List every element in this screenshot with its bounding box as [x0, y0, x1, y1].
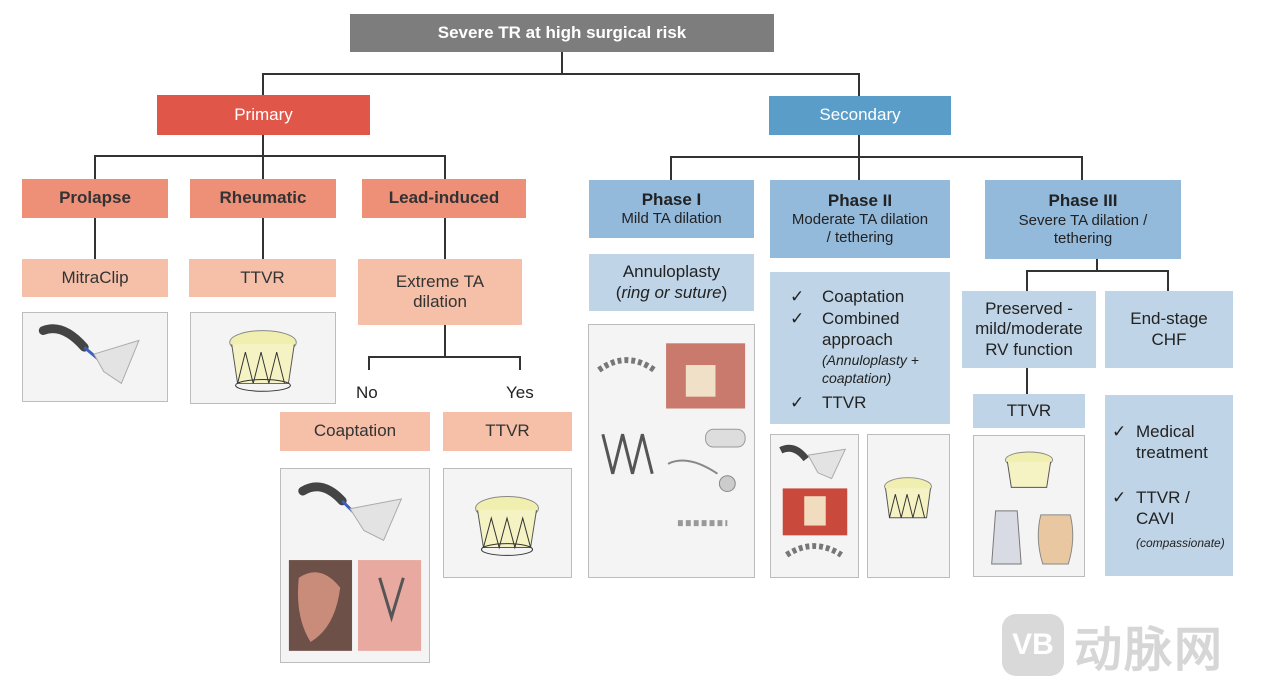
phase-2-options [770, 272, 950, 424]
secondary-node: Secondary [769, 96, 951, 135]
connector [444, 218, 446, 259]
end-stage-option-medical: Medical treatment [1136, 422, 1208, 463]
phase-2-option-combined: Combined approach [822, 309, 900, 350]
connector [262, 134, 264, 156]
connector [94, 155, 446, 157]
phase-2-option-ttvr: TTVR [822, 393, 867, 412]
lead-induced-label: Lead-induced [388, 188, 500, 208]
end-stage-check-2: ✓ [1112, 488, 1127, 507]
phase-1-subtitle: Mild TA dilation [621, 210, 722, 228]
ttvr-label: TTVR [240, 267, 285, 287]
phase-3-subtitle: Severe TA dilation / tethering [1018, 211, 1148, 247]
phase-2-check-3: ✓ [790, 393, 805, 412]
rheumatic-node: Rheumatic [190, 179, 336, 218]
phase-1-title: Phase I [641, 189, 702, 209]
phase-2-node: Phase II Moderate TA dilation / tetherin… [770, 180, 950, 258]
annuloplasty-device-images [588, 324, 755, 578]
connector [368, 356, 370, 370]
connector [858, 73, 860, 96]
connector [444, 325, 446, 357]
connector [1026, 270, 1169, 272]
annuloplasty-label: Annuloplasty [622, 262, 721, 282]
connector [1026, 368, 1028, 394]
end-stage-option-note: (compassionate) [1136, 536, 1225, 550]
prolapse-node: Prolapse [22, 179, 168, 218]
root-node: Severe TR at high surgical risk [350, 14, 774, 52]
phase-3-node: Phase III Severe TA dilation / tethering [985, 180, 1181, 259]
primary-label: Primary [234, 104, 293, 124]
connector [1026, 270, 1028, 291]
connector [262, 155, 264, 179]
annuloplasty-sublabel: ring or suture [621, 282, 722, 302]
connector [519, 356, 521, 370]
connector [368, 356, 521, 358]
combined-approach-images [770, 434, 859, 578]
root-label: Severe TR at high surgical risk [437, 22, 687, 42]
ttvr-valve-image [190, 312, 336, 404]
connector [262, 218, 264, 259]
connector [1096, 259, 1098, 271]
mitraclip-device-image [22, 312, 168, 402]
watermark-text: 动脉网 [1074, 624, 1225, 677]
extreme-ta-dilation-label: Extreme TA dilation [395, 271, 485, 311]
connector [1167, 270, 1169, 291]
end-stage-chf-label: End-stage CHF [1130, 309, 1208, 349]
connector [1081, 156, 1083, 180]
connector [94, 155, 96, 179]
preserved-rv-label: Preserved - mild/moderate RV function [975, 298, 1083, 359]
preserved-rv-node: Preserved - mild/moderate RV function [962, 291, 1096, 368]
coaptation-node: Coaptation [280, 412, 430, 451]
ttvr-label: TTVR [485, 421, 530, 441]
coaptation-device-images [280, 468, 430, 663]
phase-1-node: Phase I Mild TA dilation [589, 180, 754, 238]
phase-2-option-coaptation: Coaptation [822, 287, 905, 306]
phase-2-option-combined-note: (Annuloplasty + coaptation) [822, 352, 919, 386]
primary-node: Primary [157, 95, 370, 135]
mitraclip-node: MitraClip [22, 259, 168, 297]
connector [670, 156, 672, 180]
annuloplasty-node: Annuloplasty (ring or suture) [589, 254, 754, 311]
watermark: VB 动脉网 [1002, 610, 1224, 680]
end-stage-options [1105, 395, 1233, 576]
end-stage-option-ttvr-cavi: TTVR / CAVI [1136, 488, 1190, 529]
watermark-logo: VB [1002, 614, 1064, 676]
phase-2-check-2: ✓ [790, 309, 805, 328]
lead-induced-node: Lead-induced [362, 179, 526, 218]
no-label: No [356, 383, 378, 402]
phase-2-subtitle: Moderate TA dilation / tethering [791, 211, 929, 247]
connector [561, 52, 563, 74]
extreme-ta-dilation-node: Extreme TA dilation [358, 259, 522, 325]
connector [262, 73, 860, 75]
secondary-label: Secondary [819, 105, 901, 125]
ttvr-node-yes: TTVR [443, 412, 572, 451]
connector [94, 218, 96, 259]
connector [670, 156, 1083, 158]
end-stage-chf-node: End-stage CHF [1105, 291, 1233, 368]
end-stage-check-1: ✓ [1112, 422, 1127, 441]
connector [858, 135, 860, 157]
phase-3-title: Phase III [1048, 191, 1118, 211]
prolapse-label: Prolapse [59, 188, 131, 208]
ttvr-node-phase3: TTVR [973, 394, 1085, 428]
rheumatic-label: Rheumatic [219, 188, 307, 208]
connector [262, 73, 264, 95]
phase-2-title: Phase II [827, 190, 893, 210]
ttvr-valve-image-3 [867, 434, 950, 578]
connector [444, 155, 446, 179]
mitraclip-label: MitraClip [61, 267, 129, 287]
ttvr-node-rheumatic: TTVR [189, 259, 336, 297]
coaptation-label: Coaptation [313, 421, 397, 441]
ttvr-valve-image-2 [443, 468, 572, 578]
phase-2-check-1: ✓ [790, 287, 805, 306]
ttvr-devices-image [973, 435, 1085, 577]
ttvr-label: TTVR [1006, 400, 1052, 420]
yes-label: Yes [506, 383, 534, 402]
connector [858, 156, 860, 180]
